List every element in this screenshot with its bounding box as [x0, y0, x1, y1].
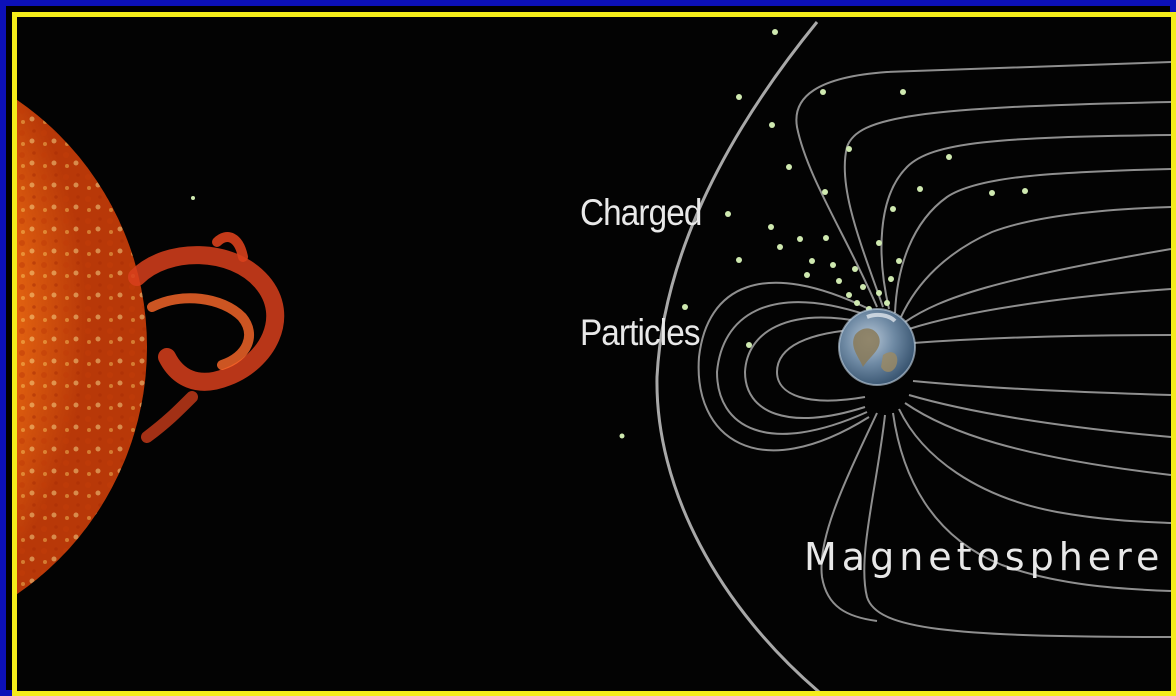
space-scene — [17, 21, 1171, 691]
bow-shock-line — [655, 21, 821, 691]
charged-particles-label: Charged Particles — [580, 113, 760, 433]
solar-prominence — [128, 232, 285, 443]
magnetosphere-label: Magnetosphere — [804, 535, 1165, 579]
charged-particles-label-line2: Particles — [580, 312, 701, 353]
earth — [838, 308, 916, 386]
charged-particles-label-line1: Charged — [580, 192, 702, 233]
charged-particles — [191, 29, 1028, 439]
magnetic-field-lines — [697, 61, 1171, 638]
diagram-panel: Charged Particles Magnetosphere — [12, 12, 1176, 696]
sun — [17, 99, 147, 595]
